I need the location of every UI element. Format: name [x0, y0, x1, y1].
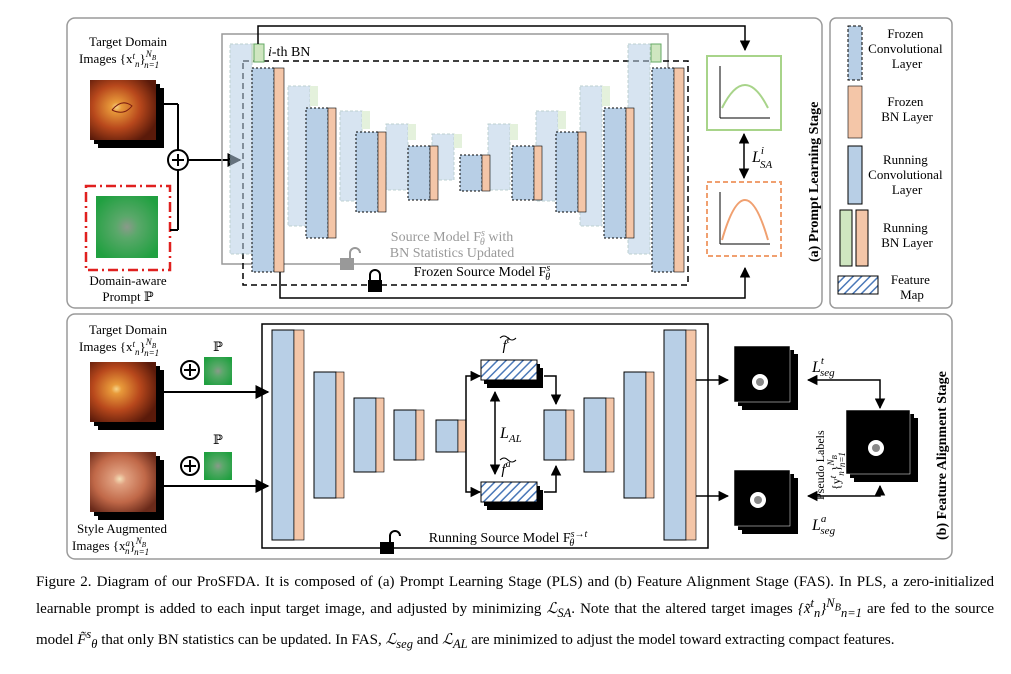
fas-prompt-2 [204, 452, 232, 480]
caption-loss-sa: ℒ [546, 601, 558, 617]
legend-running-bn-1: Running [883, 220, 928, 235]
pls-target-images [90, 80, 164, 148]
green-distribution-box [706, 55, 782, 131]
legend-frozen-conv-2: Convolutional [868, 41, 943, 56]
legend-frozen-conv-swatch [847, 25, 863, 81]
legend-frozen-bn-swatch [847, 85, 863, 139]
legend-running-conv-swatch [847, 145, 863, 205]
caption-part-1: Figure 2. Diagram of our ProSFDA. It is … [36, 574, 994, 617]
ith-bn-layer-right [650, 43, 662, 63]
running-model-box [261, 323, 709, 549]
ith-bn-layer-left [253, 43, 265, 63]
caption-loss-seg-sub: seg [396, 637, 413, 651]
frozen-model-layers [251, 67, 685, 273]
fas-style-label-1: Style Augmented [77, 521, 167, 536]
svg-text:Frozen Convolutional L: Frozen Convolutional Layer [868, 26, 946, 71]
pls-input-label-4: Prompt ℙ [102, 289, 154, 304]
gray-model-label-2: BN Statistics Updated [390, 246, 514, 261]
legend-frozen-conv-1: Frozen [887, 26, 924, 41]
feature-label-t: ft [503, 335, 510, 354]
legend-box [829, 17, 953, 309]
feature-map-target [480, 359, 543, 388]
loss-al: LAL [499, 425, 522, 445]
caption-loss-al: ℒ [442, 632, 453, 648]
prompt-image [96, 196, 158, 258]
caption-part-2: . Note that the altered target images [571, 601, 798, 617]
caption-loss-al-sub: AL [452, 637, 468, 651]
legend-frozen-conv-3: Layer [892, 56, 923, 71]
caption-target-set: {x̃tn}NBn=1 [797, 596, 862, 620]
caption-source-model: F̃sθ [77, 627, 98, 651]
pls-input-label-1: Target Domain [89, 34, 167, 49]
fas-style-images [90, 452, 164, 520]
lock-icon [368, 269, 382, 292]
pls-panel-border [66, 17, 823, 309]
svg-text:Frozen BN Layer: Frozen BN Layer [881, 94, 933, 124]
caption-loss-sa-sub: SA [557, 606, 572, 620]
unlock-icon [380, 530, 401, 554]
orange-distribution-box [706, 181, 782, 257]
feature-label-a: fa [501, 459, 510, 478]
legend-feature-map-1: Feature [891, 272, 930, 287]
prediction-augmented [733, 469, 798, 534]
svg-text:Running Convolutional: Running Convolutional Layer [868, 152, 946, 197]
prompt-frame [84, 184, 172, 272]
prediction-target [733, 345, 798, 410]
legend-running-bn-peach [855, 209, 869, 267]
figure-caption: Figure 2. Diagram of our ProSFDA. It is … [36, 572, 994, 655]
fas-prompt-symbol-1: ℙ [213, 339, 223, 354]
caption-loss-seg: ℒ [385, 632, 397, 648]
legend-feature-map-swatch [837, 275, 879, 295]
legend-running-bn-2: BN Layer [881, 235, 933, 250]
fas-prompt-1 [204, 357, 232, 385]
legend-running-conv-1: Running [883, 152, 928, 167]
caption-part-6: are minimized to adjust the model toward… [467, 632, 895, 648]
pseudo-label-1: Pseudo Labels [813, 430, 827, 500]
unlock-icon-gray [340, 247, 361, 270]
fas-target-label-1: Target Domain [89, 322, 167, 337]
pseudo-label-2: {ytn}NBn=1 [826, 452, 847, 490]
fas-target-images [90, 362, 164, 430]
gray-model-layers [229, 43, 651, 255]
caption-part-5: and [412, 632, 443, 648]
svg-text:Feature Map: Feature Map [891, 272, 933, 302]
svg-text:Running BN Layer: Running BN Layer [881, 220, 933, 250]
pls-side-title: (a) Prompt Learning Stage [807, 102, 822, 262]
legend-frozen-bn-1: Frozen [887, 94, 924, 109]
fas-side-title: (b) Feature Alignment Stage [935, 371, 950, 540]
caption-part-4: that only BN statistics can be updated. … [97, 632, 386, 648]
ith-bn-label: i-th BN [268, 45, 310, 60]
caption-part-3: are fed to the source model [36, 601, 994, 648]
legend-frozen-bn-2: BN Layer [881, 109, 933, 124]
legend-running-conv-3: Layer [892, 182, 923, 197]
feature-map-augmented [480, 481, 543, 510]
pls-input-label-3: Domain-aware [89, 273, 166, 288]
fas-prompt-symbol-2: ℙ [213, 432, 223, 447]
legend-feature-map-2: Map [900, 287, 924, 302]
running-model-layers [271, 329, 697, 541]
pseudo-labels [845, 409, 918, 482]
legend-running-bn-green [839, 209, 853, 267]
legend-running-conv-2: Convolutional [868, 167, 943, 182]
fas-panel-border [66, 313, 953, 560]
